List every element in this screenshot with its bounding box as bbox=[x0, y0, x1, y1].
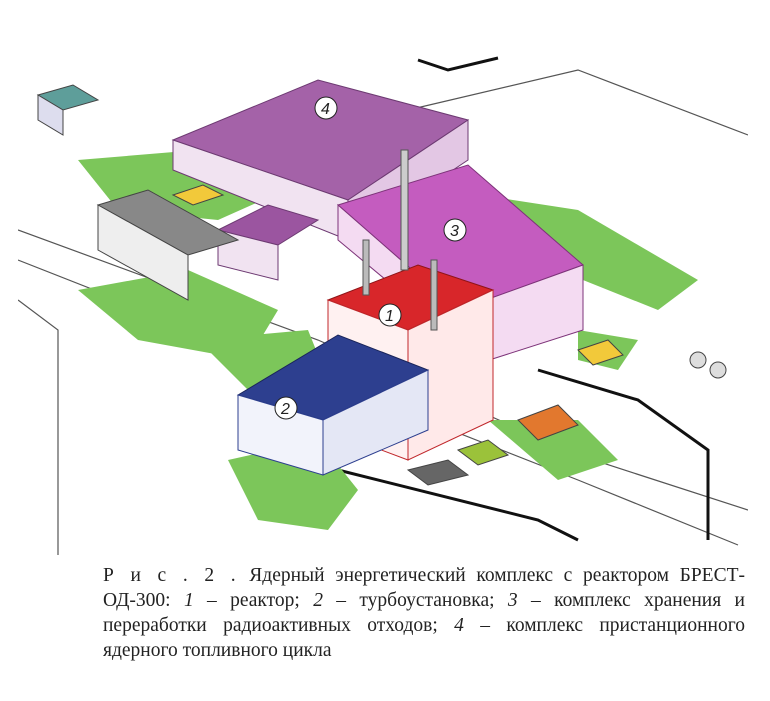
caption-item-num: 3 bbox=[507, 590, 518, 611]
caption-item-text: – комплекс пристанционного ядерного топл… bbox=[103, 615, 745, 661]
caption-title: Ядерный энергетический комплекс с реакто… bbox=[103, 565, 745, 611]
building-labels: 4 3 1 2 bbox=[274, 96, 467, 420]
auxiliary-buildings bbox=[36, 84, 727, 486]
power-complex-illustration: 4 3 1 2 bbox=[18, 56, 748, 555]
caption-item-text: – реактор; bbox=[193, 590, 314, 611]
caption-prefix: Р и с . 2 . bbox=[103, 565, 239, 586]
label-2: 2 bbox=[280, 401, 290, 418]
caption-item-num: 4 bbox=[454, 615, 464, 636]
caption-item-text: – комплекс хранения и переработки радиоа… bbox=[103, 590, 745, 636]
green-areas bbox=[78, 150, 698, 530]
label-3: 3 bbox=[450, 223, 459, 240]
caption-item-text: – турбоустановка; bbox=[322, 590, 508, 611]
label-4: 4 bbox=[321, 101, 330, 118]
label-1: 1 bbox=[385, 308, 394, 325]
caption-item-num: 1 bbox=[183, 590, 194, 611]
figure-caption: Р и с . 2 . Ядерный энергетический компл… bbox=[103, 563, 745, 663]
caption-item-num: 2 bbox=[313, 590, 323, 611]
